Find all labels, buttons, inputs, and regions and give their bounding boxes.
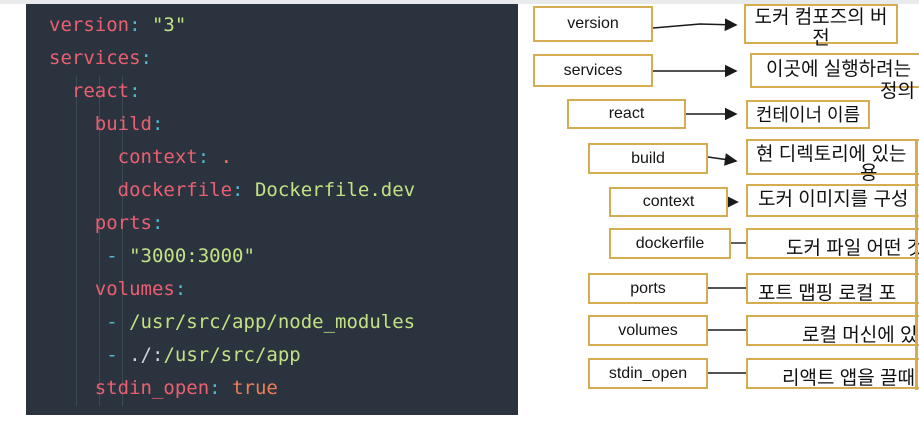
desc-box-build: 현 디렉토리에 있는 용	[746, 139, 919, 184]
desc-text: 용	[860, 163, 878, 184]
desc-box-version: 도커 컴포즈의 버 전	[744, 4, 898, 49]
label-box-context: context	[609, 187, 728, 217]
desc-box-volumes: 로컬 머신에 있	[746, 315, 919, 346]
label-box-services: services	[533, 54, 653, 87]
yaml-code: version: "3"services: react: build: cont…	[49, 14, 416, 399]
code-editor-pane: version: "3"services: react: build: cont…	[26, 4, 518, 415]
indent-guide	[122, 76, 123, 406]
label-box-ports: ports	[588, 273, 708, 304]
desc-text: 전	[812, 28, 830, 49]
desc-text: 도커 파일 어떤 것	[786, 238, 919, 259]
top-gray-strip	[0, 0, 919, 4]
label-box-dockerfile: dockerfile	[609, 228, 731, 259]
indent-guide	[76, 76, 77, 406]
desc-box-context: 도커 이미지를 구성	[746, 184, 919, 217]
desc-box-services: 이곳에 실행하려는 정의	[750, 53, 919, 102]
label-box-version: version	[533, 6, 653, 42]
desc-text: 현 디렉토리에 있는	[756, 144, 907, 165]
desc-box-ports: 포트 맵핑 로컬 포	[746, 273, 919, 304]
desc-box-react: 컨테이너 이름	[746, 100, 870, 129]
label-box-volumes: volumes	[588, 315, 708, 346]
desc-text: 도커 이미지를 구성	[758, 189, 909, 210]
desc-text: 포트 맵핑 로컬 포	[758, 283, 897, 304]
label-box-react: react	[567, 99, 686, 129]
desc-text: 정의	[880, 81, 915, 102]
desc-text: 로컬 머신에 있	[802, 325, 918, 346]
desc-text: 이곳에 실행하려는	[766, 59, 912, 80]
indent-guide	[99, 76, 100, 406]
desc-box-dockerfile: 도커 파일 어떤 것	[746, 228, 919, 259]
right-edge-gold-line	[915, 140, 918, 390]
desc-box-stdin-open: 리액트 앱을 끌때	[746, 358, 919, 389]
arrow-build	[707, 153, 738, 166]
desc-text: 리액트 앱을 끌때	[782, 368, 915, 389]
label-box-build: build	[588, 143, 708, 174]
arrow-version	[652, 18, 738, 32]
desc-text: 도커 컴포즈의 버	[754, 7, 888, 28]
label-box-stdin-open: stdin_open	[588, 358, 708, 389]
